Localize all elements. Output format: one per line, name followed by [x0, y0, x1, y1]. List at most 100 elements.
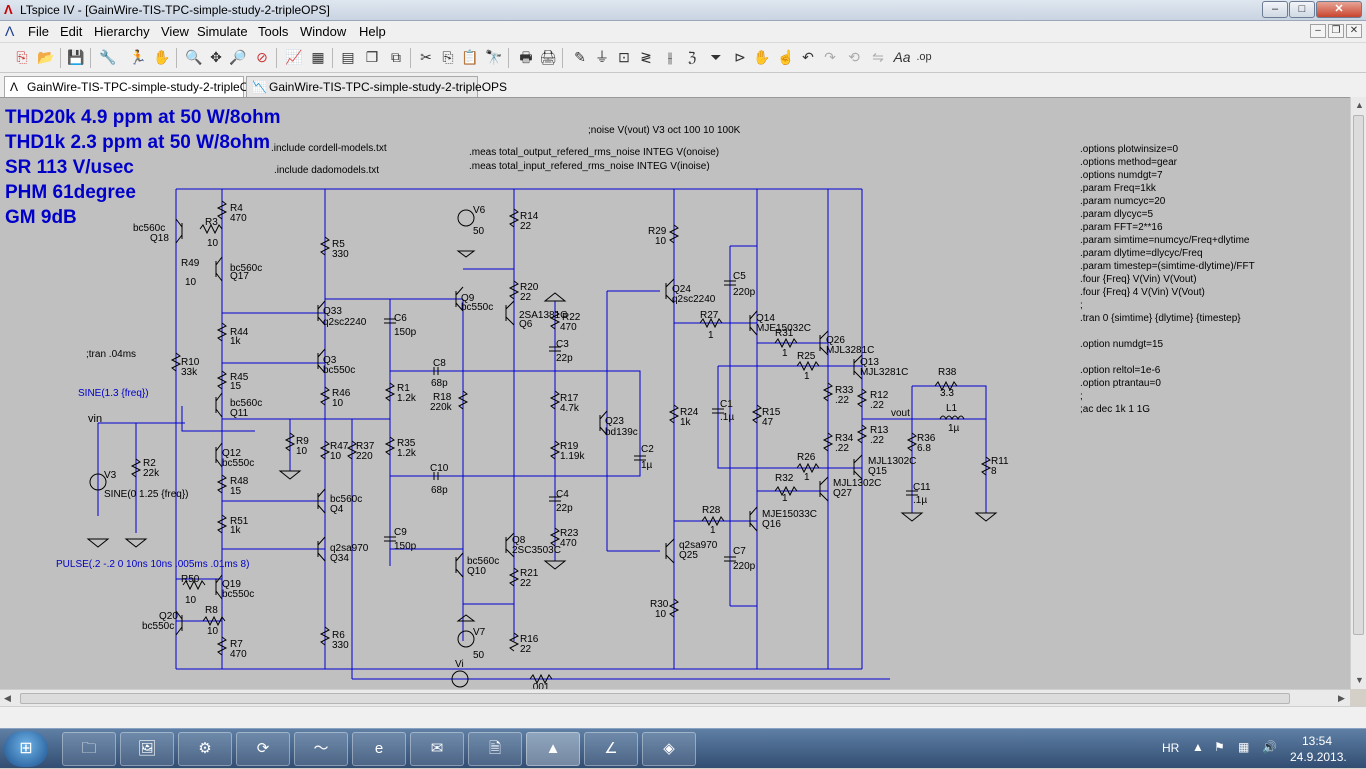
component-label[interactable]: bc560c [330, 494, 363, 505]
component-label[interactable]: R46 [332, 388, 351, 399]
language-indicator[interactable]: HR [1162, 741, 1180, 755]
component-label[interactable]: V7 [473, 627, 486, 638]
component-label[interactable]: 150p [394, 327, 417, 338]
component-label[interactable]: 470 [560, 538, 577, 549]
component-label[interactable]: 1µ [641, 460, 653, 471]
component-label[interactable]: R32 [775, 473, 794, 484]
mdi-minimize-button[interactable]: – [1310, 24, 1326, 38]
component-label[interactable]: 1 [804, 371, 810, 382]
component-label[interactable]: R27 [700, 310, 719, 321]
menu-file[interactable]: File [28, 24, 49, 39]
taskbar-app-button[interactable]: ⚙ [178, 732, 232, 766]
component-label[interactable]: 2SC3503C [512, 545, 561, 556]
component-label[interactable]: bc550c [222, 589, 255, 600]
component-label[interactable]: 470 [230, 649, 247, 660]
component-label[interactable]: 10 [207, 626, 219, 637]
control-panel-icon[interactable]: 🔧 [99, 49, 117, 65]
component-label[interactable]: C3 [556, 339, 569, 350]
component-label[interactable]: 220 [356, 451, 373, 462]
component-label[interactable]: R49 [181, 258, 200, 269]
directive-line[interactable]: .tran 0 {simtime} {dlytime} {timestep} [1080, 313, 1241, 324]
component-label[interactable]: Q34 [330, 553, 349, 564]
menu-help[interactable]: Help [359, 24, 386, 39]
component-label[interactable]: C2 [641, 444, 654, 455]
component-label[interactable]: 470 [560, 322, 577, 333]
component-label[interactable]: Q17 [230, 271, 249, 282]
ground-icon[interactable]: ⏚ [595, 49, 609, 65]
component-label[interactable]: bd139c [605, 427, 638, 438]
open-icon[interactable]: 📂 [37, 49, 55, 65]
component-label[interactable]: Q13 [860, 357, 879, 368]
menu-edit[interactable]: Edit [60, 24, 83, 39]
component-label[interactable]: R18 [433, 392, 452, 403]
directive-line[interactable]: .param numcyc=20 [1080, 196, 1166, 207]
component-label[interactable]: 220p [733, 287, 756, 298]
component-label[interactable]: 220p [733, 561, 756, 572]
component-label[interactable]: R48 [230, 476, 249, 487]
component-label[interactable]: Q16 [762, 519, 781, 530]
redo-icon[interactable]: ↷ [824, 49, 836, 65]
component-label[interactable]: 22 [520, 578, 532, 589]
component-label[interactable]: 10 [655, 236, 667, 247]
component-label[interactable]: q2sa970 [330, 543, 369, 554]
net-label-vi[interactable]: Vi [455, 659, 464, 670]
component-label[interactable]: R21 [520, 568, 539, 579]
component-label[interactable]: R1 [397, 383, 410, 394]
resistor-icon[interactable]: ≷ [640, 49, 652, 65]
menu-simulate[interactable]: Simulate [197, 24, 248, 39]
taskbar-app-button[interactable]: ▲ [526, 732, 580, 766]
component-label[interactable]: C11 [913, 482, 931, 493]
rotate-icon[interactable]: ⟲ [848, 49, 860, 65]
component-label[interactable]: .22 [870, 435, 884, 446]
component-label[interactable]: 2SA1381G [519, 310, 568, 321]
component-label[interactable]: R15 [762, 407, 781, 418]
component-label[interactable]: 1k [680, 417, 691, 428]
v3-source-label[interactable]: SINE(0 1.25 {freq}) [104, 489, 189, 500]
directive-line[interactable] [1080, 351, 1255, 364]
component-label[interactable]: R12 [870, 390, 889, 401]
component-label[interactable]: R45 [230, 372, 249, 383]
component-label[interactable]: R22 [562, 312, 581, 323]
close-windows-icon[interactable]: ⧉ [391, 49, 401, 65]
fft-icon[interactable]: ▦ [311, 49, 325, 65]
component-label[interactable]: C5 [733, 271, 746, 282]
component-label[interactable]: R34 [835, 433, 854, 444]
print-setup-icon[interactable]: 🖶 [519, 49, 533, 65]
directive-line[interactable]: .four {Freq} V(Vin) V(Vout) [1080, 274, 1197, 285]
drag-icon[interactable]: ☝ [777, 49, 795, 65]
directive-line[interactable]: .param simtime=numcyc/Freq+dlytime [1080, 235, 1250, 246]
mirror-icon[interactable]: ⇋ [872, 49, 884, 65]
directive-line[interactable]: .option numdgt=15 [1080, 339, 1164, 350]
component-label[interactable]: R33 [835, 385, 854, 396]
component-label[interactable]: R13 [870, 425, 889, 436]
undo-icon[interactable]: ↶ [802, 49, 814, 65]
component-label[interactable]: 150p [394, 541, 417, 552]
component-label[interactable]: R44 [230, 327, 249, 338]
component-label[interactable]: 1 [708, 330, 714, 341]
horizontal-scrollbar[interactable]: ◀ ▶ [0, 689, 1350, 706]
component-label[interactable]: .1µ [720, 412, 735, 423]
component-label[interactable]: C10 [430, 463, 449, 474]
directive-line[interactable]: .param dlycyc=5 [1080, 209, 1154, 220]
directive-line[interactable]: ; [1080, 300, 1083, 311]
component-label[interactable]: Q10 [467, 566, 486, 577]
component-label[interactable]: q2sc2240 [323, 317, 367, 328]
component-label[interactable]: Q9 [461, 293, 475, 304]
include-directive[interactable]: .include dadomodels.txt [274, 165, 380, 176]
component-label[interactable]: 15 [230, 381, 242, 392]
taskbar-app-button[interactable]: 🗎 [468, 732, 522, 766]
component-icon[interactable]: ⊳ [734, 49, 746, 65]
component-label[interactable]: R6 [332, 630, 345, 641]
directive-line[interactable]: .param FFT=2**16 [1080, 222, 1163, 233]
vertical-scroll-thumb[interactable] [1353, 115, 1364, 635]
start-button[interactable]: ⊞ [4, 731, 48, 767]
scroll-left-icon[interactable]: ◀ [4, 693, 11, 703]
taskbar-app-button[interactable]: 🖼 [120, 732, 174, 766]
component-label[interactable]: Q26 [826, 335, 845, 346]
menu-window[interactable]: Window [300, 24, 347, 39]
component-label[interactable]: 470 [230, 213, 247, 224]
component-label[interactable]: 1µ [948, 423, 960, 434]
component-label[interactable]: bc560c [230, 263, 263, 274]
component-label[interactable]: MJL1302C [833, 478, 882, 489]
taskbar-app-button[interactable]: ∠ [584, 732, 638, 766]
